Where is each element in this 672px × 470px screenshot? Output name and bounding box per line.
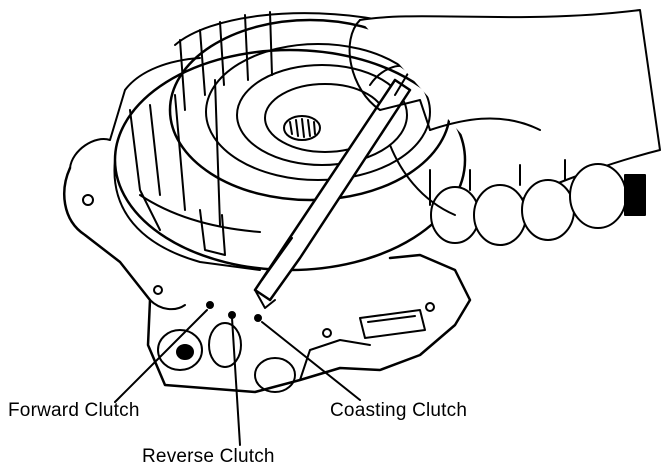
passage-bosses <box>158 302 295 392</box>
leader-lines <box>115 310 360 445</box>
forward-clutch-label: Forward Clutch <box>8 400 140 421</box>
air-gun-tool <box>255 66 410 308</box>
coasting-clutch-leader <box>262 322 360 400</box>
coasting-clutch-label: Coasting Clutch <box>330 400 468 421</box>
reverse-clutch-label: Reverse Clutch <box>142 446 275 467</box>
forward-clutch-leader <box>115 310 207 402</box>
reverse-clutch-leader <box>232 318 240 445</box>
inner-drum <box>170 12 450 200</box>
hand <box>350 10 660 245</box>
transmission-case <box>64 58 470 392</box>
